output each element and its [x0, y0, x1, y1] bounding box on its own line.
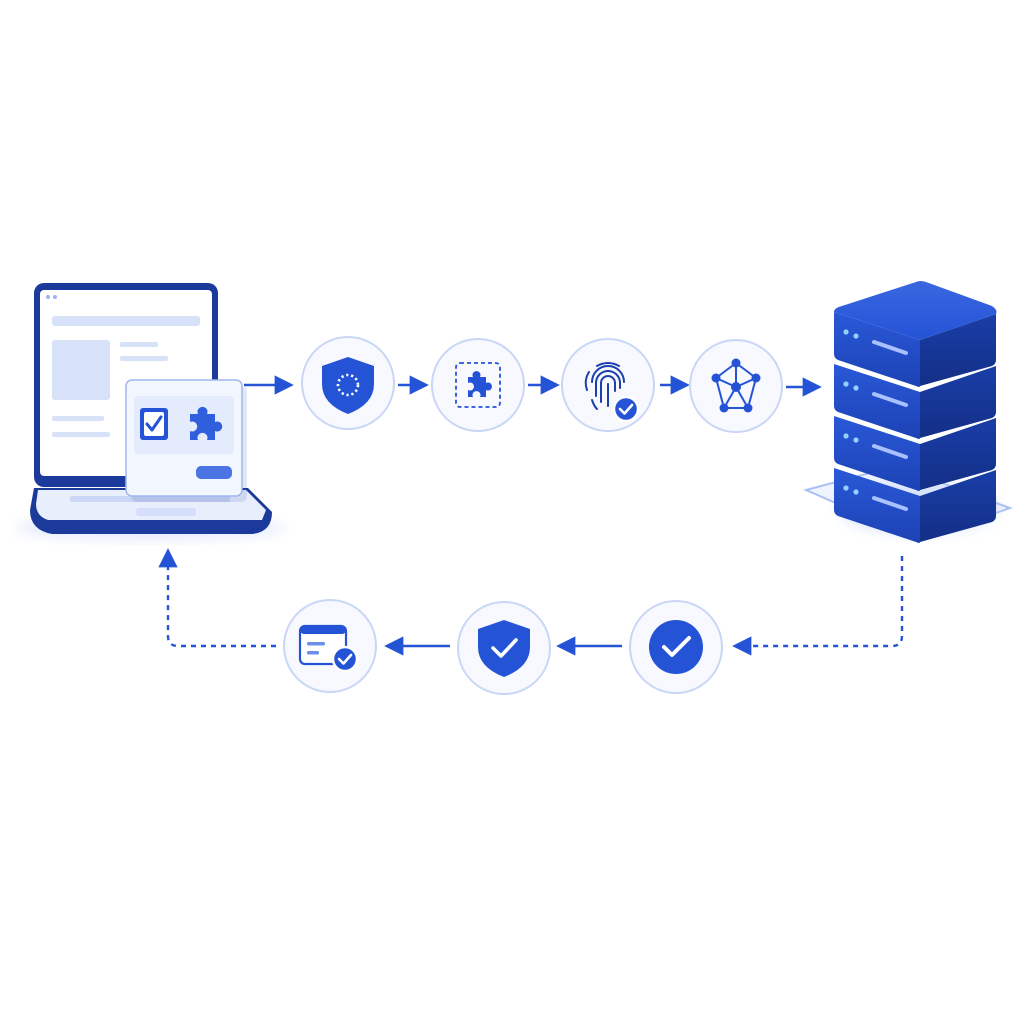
- server-unit: [834, 364, 996, 439]
- network-graph-icon: [711, 358, 761, 413]
- server-unit: [834, 468, 996, 543]
- request-step-shield-ring: [301, 336, 395, 430]
- action-button[interactable]: [196, 466, 232, 479]
- server-stack: [802, 281, 1013, 543]
- response-step-shield: [457, 601, 551, 695]
- puzzle-piece-icon: [190, 406, 223, 440]
- server-unit: [834, 312, 996, 387]
- check-badge-icon: [612, 395, 640, 423]
- checkbox-checked-icon[interactable]: [140, 408, 168, 440]
- check-circle-icon: [649, 620, 703, 674]
- request-step-fingerprint: [561, 338, 655, 432]
- verification-widget: [125, 379, 247, 502]
- request-step-puzzle: [431, 338, 525, 432]
- response-step-verified-card: [283, 599, 377, 693]
- request-step-network: [689, 339, 783, 433]
- server-top: [834, 281, 997, 340]
- response-step-confirmed: [629, 600, 723, 694]
- shield-check-icon: [478, 620, 530, 677]
- server-unit: [834, 416, 996, 491]
- fingerprint-check-icon: [584, 362, 625, 410]
- card-check-icon: [298, 624, 359, 673]
- puzzle-dashed-icon: [455, 362, 501, 408]
- shield-ring-icon: [322, 357, 374, 414]
- connectors: [158, 375, 904, 656]
- client-laptop: [15, 283, 285, 540]
